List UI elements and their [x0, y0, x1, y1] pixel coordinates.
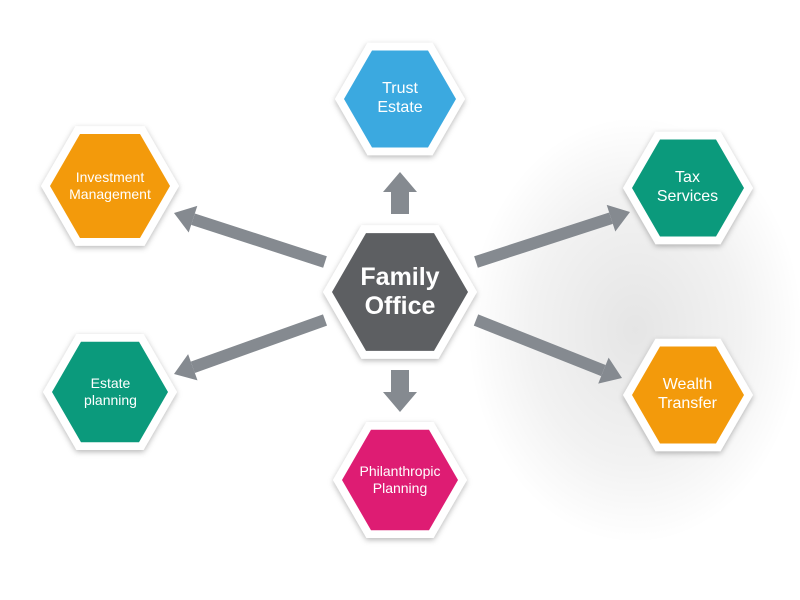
- tax-services-hexagon: [623, 131, 753, 245]
- arrow-to-tax-services-shaft: [474, 212, 613, 268]
- arrow-to-trust-estate-head: [383, 172, 417, 192]
- trust-estate-label: Trust Estate: [345, 62, 455, 136]
- arrow-to-wealth-transfer-shaft: [473, 314, 606, 377]
- arrow-to-investment-management-shaft: [191, 213, 327, 268]
- tax-services-label: Tax Services: [630, 151, 745, 225]
- investment-management-hexagon-fill: [50, 134, 170, 238]
- philanthropic-planning-line2: Planning: [372, 480, 428, 496]
- estate-planning-hexagon: [43, 334, 177, 450]
- arrow-to-estate-planning-head: [174, 354, 198, 381]
- philanthropic-planning-line1: Philanthropic: [359, 463, 441, 480]
- arrow-to-philanthropic-planning-head: [383, 392, 417, 412]
- arrow-to-estate-planning: [174, 314, 328, 381]
- tax-services-line2: Services: [656, 188, 719, 205]
- wealth-transfer-label: Wealth Transfer: [630, 358, 745, 432]
- trust-estate-hexagon-fill: [344, 50, 456, 148]
- arrow-to-wealth-transfer: [473, 314, 622, 384]
- arrow-to-wealth-transfer-head: [598, 357, 622, 384]
- wealth-transfer-line1: Wealth: [662, 376, 713, 394]
- tax-services-line1: Tax: [675, 169, 700, 187]
- philanthropic-planning-hexagon-fill: [342, 429, 458, 531]
- wealth-transfer-hexagon-fill: [632, 346, 744, 444]
- arrow-to-investment-management-head: [174, 205, 198, 233]
- trust-estate-hexagon: [335, 42, 465, 156]
- investment-management-hexagon: [41, 126, 179, 246]
- center-label-line1: Family: [360, 263, 440, 292]
- investment-management-label: Investment Management: [50, 150, 170, 222]
- investment-management-line1: Investment: [75, 169, 145, 186]
- arrow-to-philanthropic-planning: [383, 370, 417, 412]
- estate-planning-hexagon-fill: [52, 341, 168, 443]
- tax-services-hexagon-fill: [632, 139, 744, 237]
- center-label: Family Office: [335, 243, 465, 341]
- estate-planning-line2: planning: [84, 392, 137, 408]
- arrow-to-investment-management: [174, 205, 327, 268]
- estate-planning-label: Estate planning: [53, 355, 168, 429]
- investment-management-line2: Management: [69, 186, 151, 202]
- arrow-to-estate-planning-shaft: [190, 314, 328, 373]
- arrow-to-trust-estate: [383, 172, 417, 214]
- arrow-to-tax-services: [474, 204, 630, 268]
- arrows-group: [174, 172, 630, 412]
- trust-estate-line2: Estate: [377, 99, 423, 116]
- center-hexagon: [323, 225, 477, 359]
- center-hexagon-fill: [332, 233, 468, 351]
- arrow-to-tax-services-head: [606, 204, 630, 232]
- philanthropic-planning-label: Philanthropic Planning: [340, 443, 460, 517]
- trust-estate-line1: Trust: [382, 80, 418, 98]
- center-label-line2: Office: [364, 292, 436, 320]
- wealth-transfer-hexagon: [623, 338, 753, 452]
- wealth-transfer-line2: Transfer: [658, 395, 717, 412]
- hexagons-group: [41, 42, 753, 538]
- estate-planning-line1: Estate: [90, 375, 131, 392]
- philanthropic-planning-hexagon: [333, 422, 467, 538]
